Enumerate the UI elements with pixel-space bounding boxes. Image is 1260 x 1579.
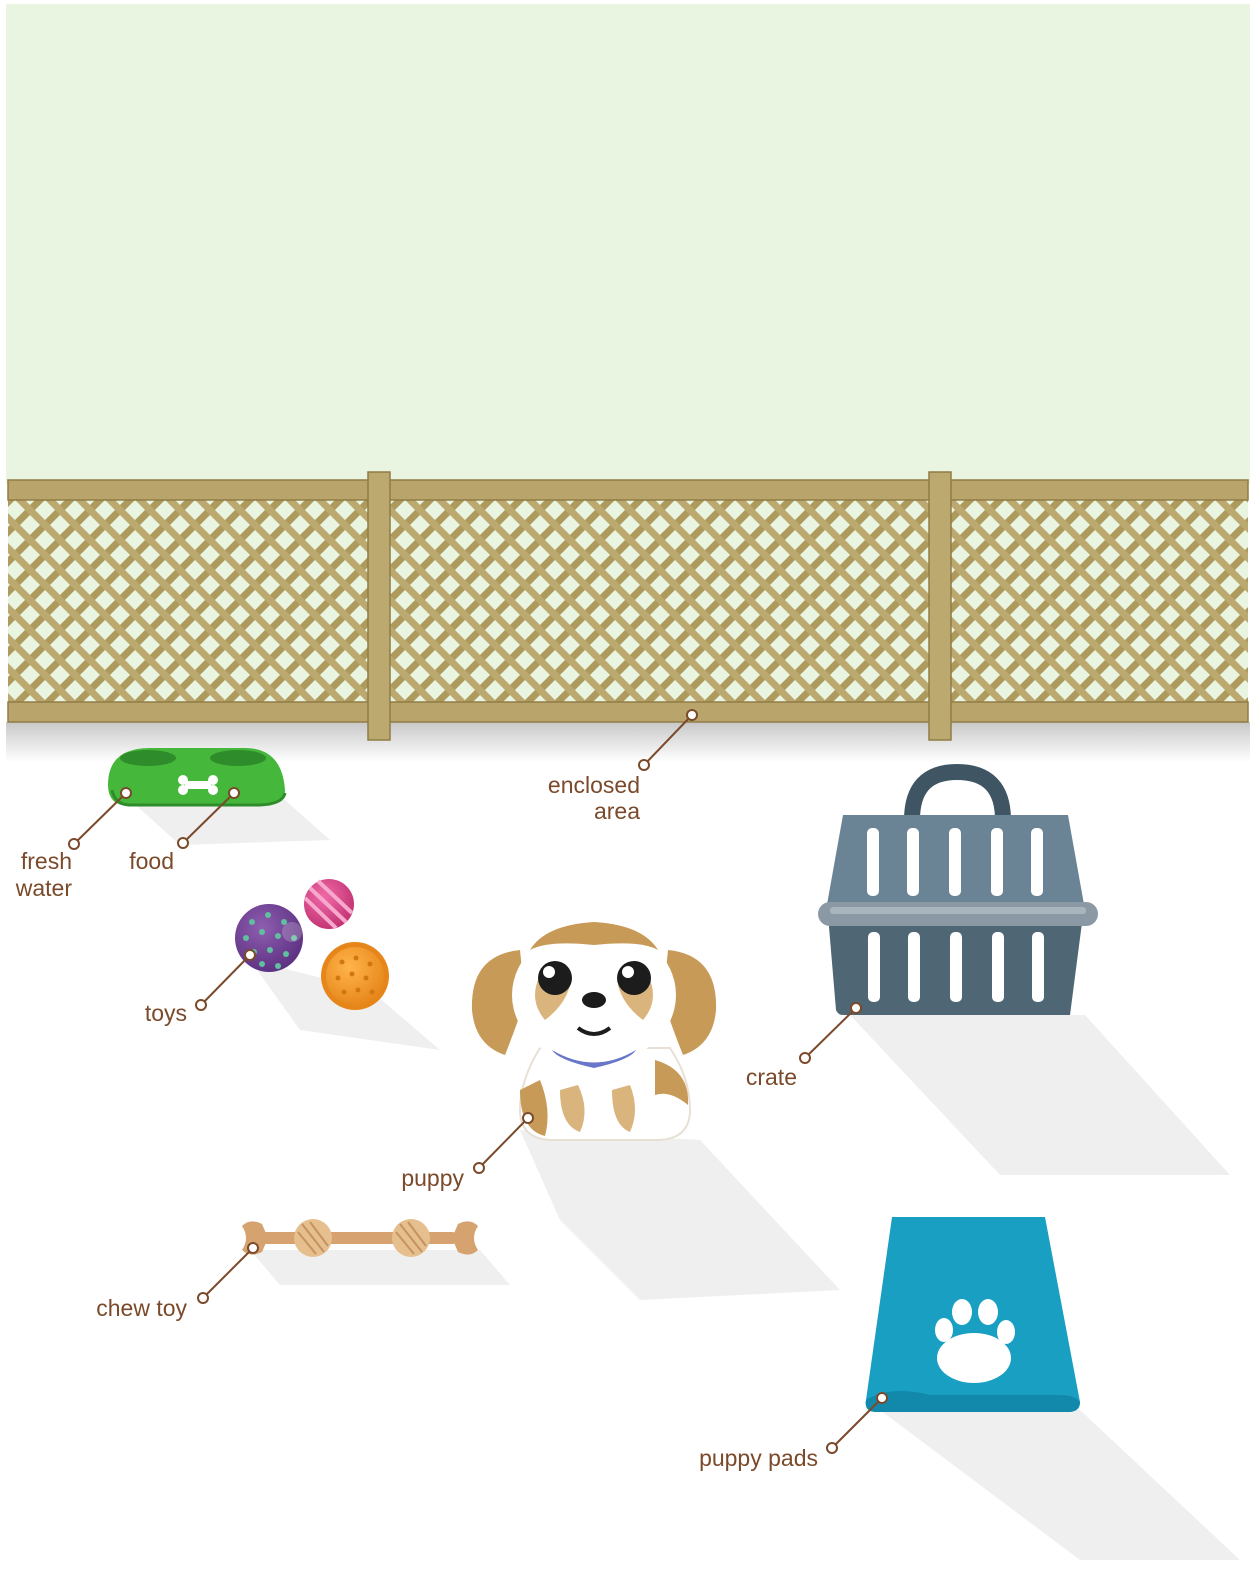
fence-post-right — [929, 472, 951, 740]
chew-toy-dot — [248, 1243, 258, 1253]
label-chew-toy: chew toy — [96, 1295, 187, 1321]
pink-striped-ball — [304, 879, 354, 929]
label-fresh-water: water — [15, 875, 73, 901]
puppy-pad-icon — [866, 1217, 1080, 1412]
label-puppy: puppy — [401, 1165, 464, 1191]
toys-dot — [245, 950, 255, 960]
fence-bottom-rail — [8, 702, 1248, 722]
label-crate: crate — [746, 1064, 797, 1090]
fence — [8, 472, 1248, 740]
label-puppy-pads: puppy pads — [699, 1445, 818, 1471]
puppy-dot — [523, 1113, 533, 1123]
fence-top-rail — [8, 480, 1248, 500]
label-food: food — [129, 848, 174, 874]
purple-dotted-ball — [235, 904, 303, 972]
crate-dot — [851, 1003, 861, 1013]
double-dog-bowl-icon — [108, 748, 285, 806]
label-fresh-water: fresh — [21, 848, 72, 874]
enclosed-area-dot — [687, 710, 697, 720]
label-toys: toys — [145, 1000, 187, 1026]
sky-background — [6, 4, 1250, 484]
label-enclosed-area: area — [594, 798, 640, 824]
fresh-water-dot — [121, 788, 131, 798]
label-enclosed-area: enclosed — [548, 772, 640, 798]
puppy-pads-dot — [877, 1393, 887, 1403]
orange-spiky-ball — [321, 942, 389, 1010]
fence-post-left — [368, 472, 390, 740]
fence-lattice — [8, 498, 1248, 704]
food-dot — [229, 788, 239, 798]
